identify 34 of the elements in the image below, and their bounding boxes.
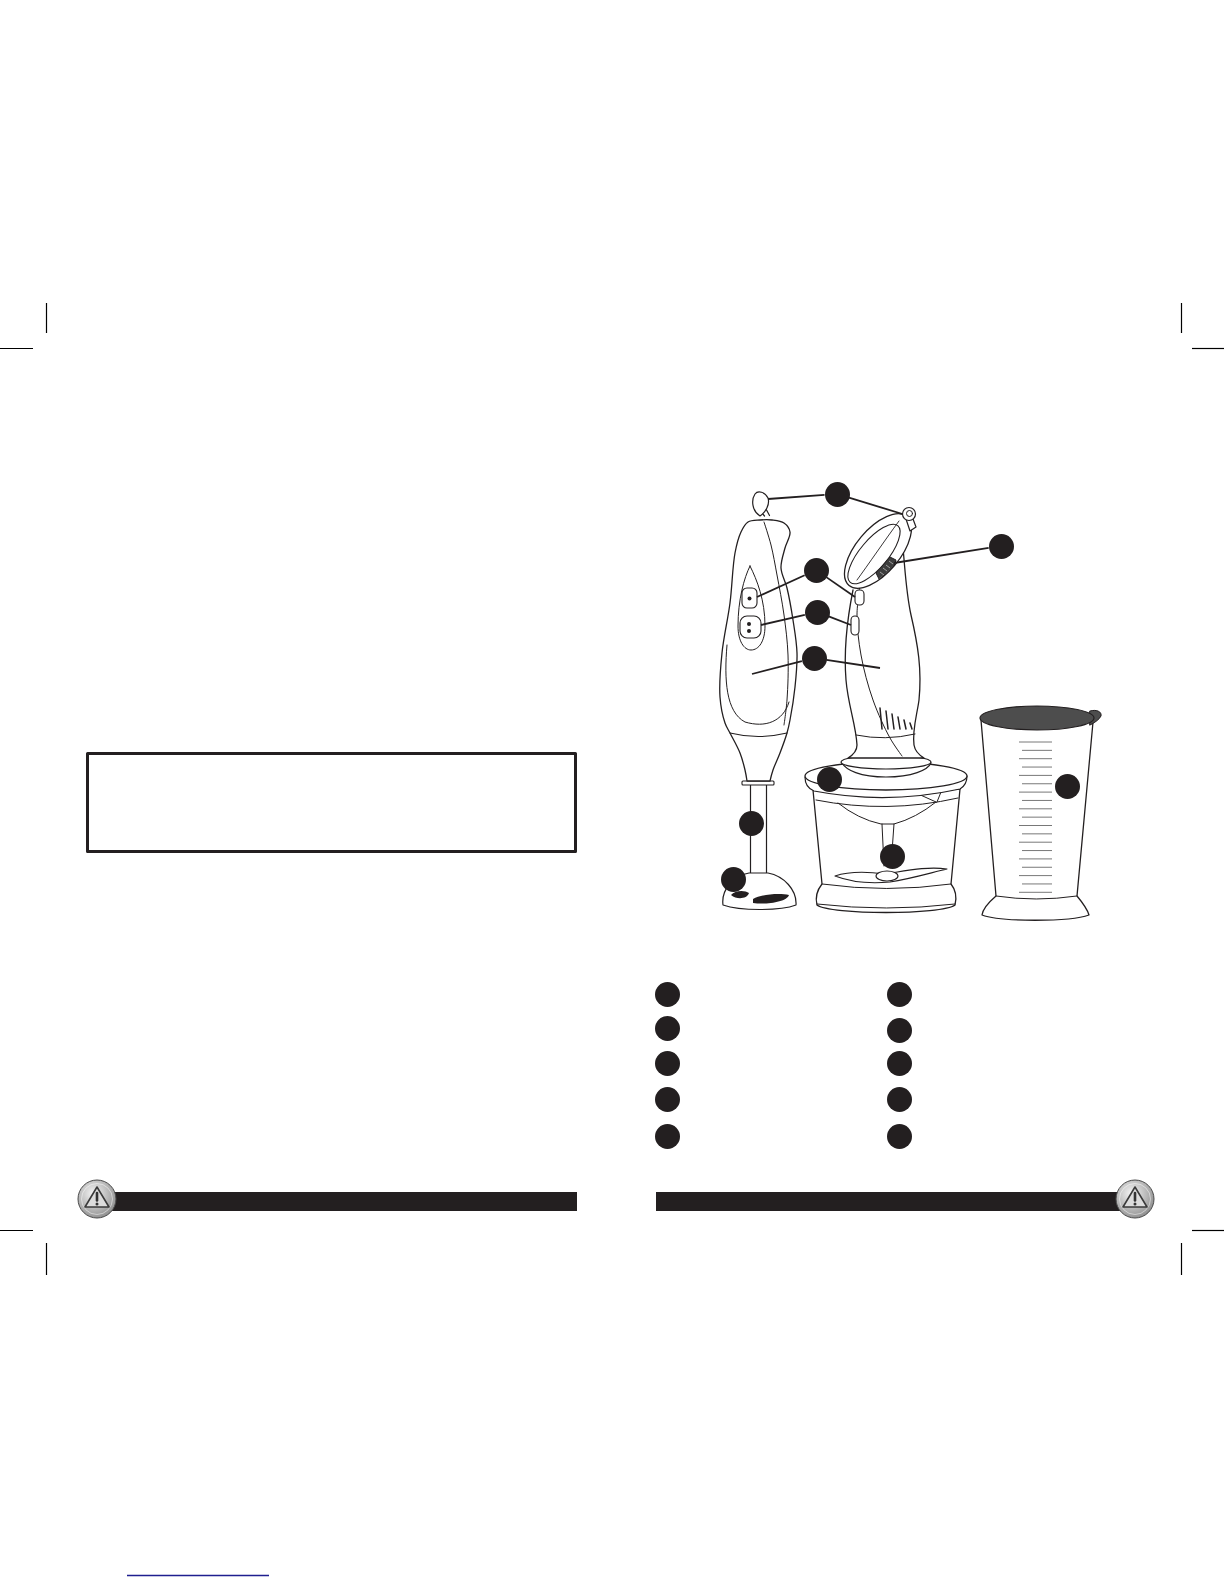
push-button	[739, 615, 762, 639]
leader-line	[825, 576, 856, 598]
push-button	[741, 587, 758, 609]
callout-circle	[804, 599, 830, 625]
callout-circle	[886, 981, 912, 1007]
callout-circle	[988, 533, 1014, 559]
leader-line	[751, 660, 803, 675]
callout-circle	[654, 1015, 680, 1041]
callout-circle	[886, 1050, 912, 1076]
leader-line	[760, 613, 806, 626]
callout-circle	[720, 866, 746, 892]
callout-circle	[654, 981, 680, 1007]
leader-line	[825, 658, 881, 669]
callout-circle	[654, 1123, 680, 1149]
hang-loop	[901, 506, 918, 533]
leader-line	[827, 615, 852, 626]
callout-circle	[738, 810, 764, 836]
leader-line	[767, 494, 826, 500]
motor-handle	[840, 511, 933, 779]
callout-circle	[886, 1017, 912, 1043]
leader-line	[756, 574, 806, 598]
ridged-dial	[874, 555, 898, 581]
leader-line	[848, 496, 904, 515]
callout-circle	[654, 1086, 680, 1112]
callout-circle	[803, 557, 829, 583]
callout-circle	[886, 1123, 912, 1149]
push-button	[850, 615, 860, 636]
hang-loop	[750, 489, 772, 518]
callout-circle	[824, 481, 850, 507]
leader-line	[893, 547, 990, 564]
callout-circle	[886, 1086, 912, 1112]
push-button	[854, 589, 865, 606]
callout-circle	[801, 645, 827, 671]
callout-circle	[654, 1050, 680, 1076]
